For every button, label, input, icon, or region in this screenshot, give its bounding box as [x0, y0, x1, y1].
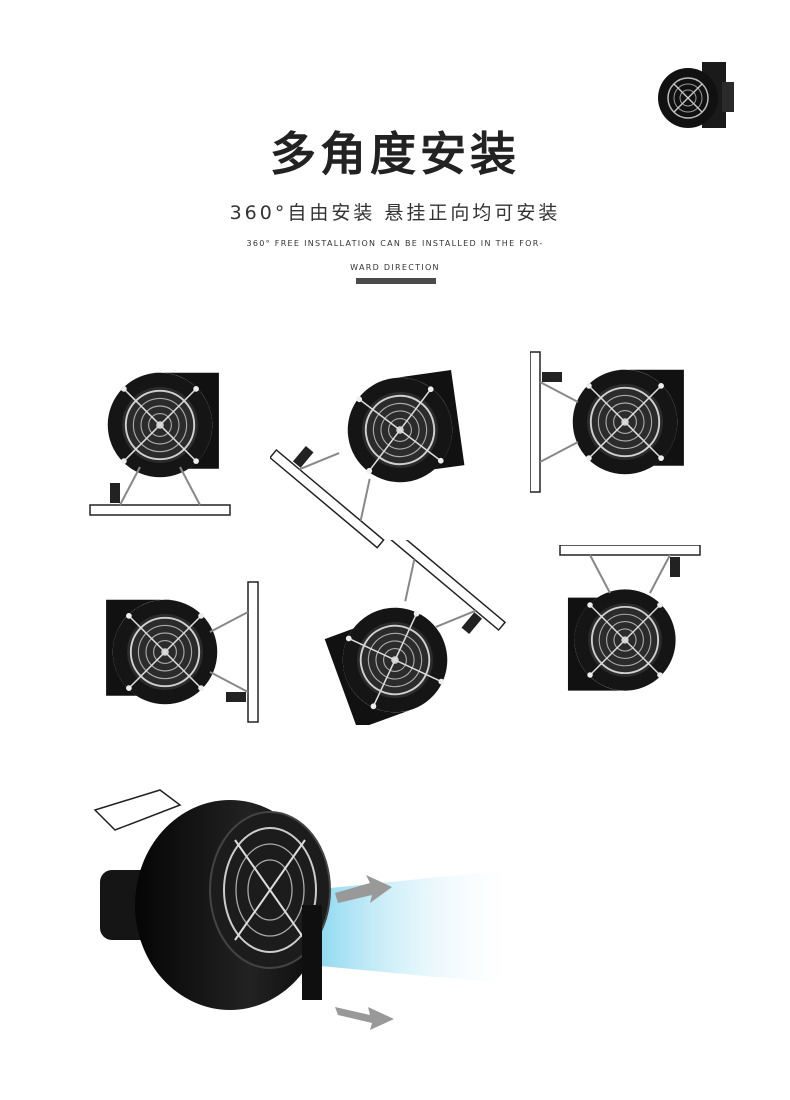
english-caption-line-2: WARD DIRECTION — [350, 263, 440, 272]
fan-tilted-bottom — [320, 540, 507, 725]
english-caption: 360° FREE INSTALLATION CAN BE INSTALLED … — [235, 232, 555, 280]
page-title: 多角度安装 — [270, 127, 520, 181]
english-caption-line-1: 360° FREE INSTALLATION CAN BE INSTALLED … — [246, 239, 544, 248]
fan-thumbnail-icon — [658, 62, 734, 128]
fan-hero-image — [93, 789, 520, 1030]
page-subtitle: 360°自由安装 悬挂正向均可安装 — [229, 202, 561, 224]
fan-tilted-left — [270, 369, 467, 549]
fan-wall-left — [530, 351, 685, 493]
accent-bar — [356, 278, 436, 284]
fan-floor-mount — [89, 371, 231, 516]
fan-wall-right — [105, 581, 259, 723]
fan-ceiling-mount — [559, 545, 701, 692]
